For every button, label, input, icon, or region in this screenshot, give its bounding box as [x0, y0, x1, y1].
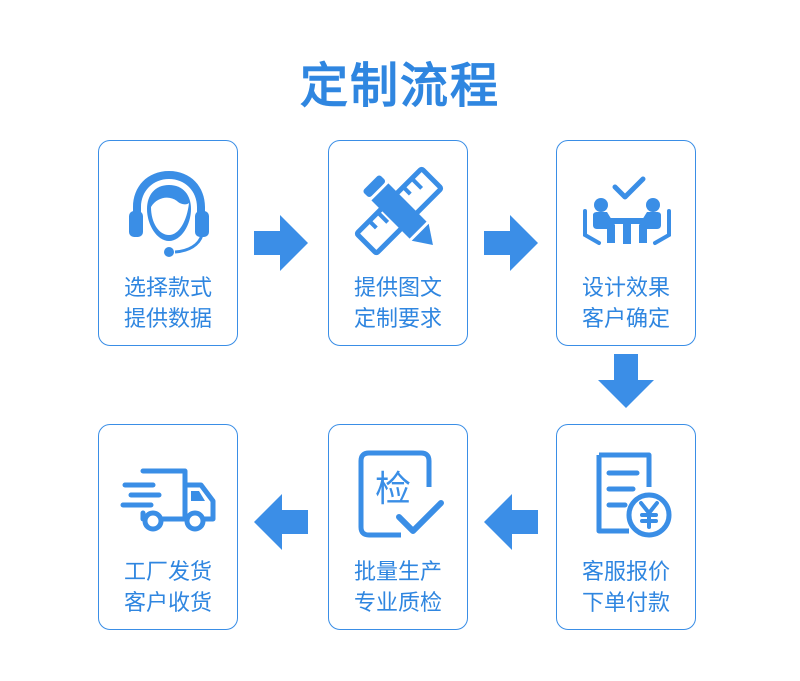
step-card-production-inspection: 检 批量生产 专业质检: [328, 424, 468, 630]
arrow-right-icon: [484, 215, 538, 271]
inspection-check-icon: 检: [349, 447, 449, 542]
step-card-select-style: 选择款式 提供数据: [98, 140, 238, 346]
arrow-down-icon: [598, 354, 654, 408]
delivery-truck-icon: [119, 447, 219, 542]
step-label-line1: 设计效果: [581, 276, 670, 301]
step-label-line1: 客服报价: [581, 560, 670, 585]
arrow-left-icon: [484, 494, 538, 550]
step-label-line2: 专业质检: [353, 591, 442, 616]
headset-person-icon: [119, 163, 219, 258]
inspection-glyph: 检: [375, 469, 411, 510]
meeting-check-icon: [577, 163, 677, 258]
step-label-line2: 提供数据: [123, 307, 212, 332]
page-title: 定制流程: [299, 58, 500, 114]
step-card-quote-payment: 客服报价 下单付款: [556, 424, 696, 630]
step-label-line2: 客户确定: [581, 307, 670, 332]
step-label-line1: 批量生产: [353, 560, 442, 585]
step-label-line1: 选择款式: [123, 276, 212, 301]
step-card-ship-receive: 工厂发货 客户收货: [98, 424, 238, 630]
step-card-provide-requirements: 提供图文 定制要求: [328, 140, 468, 346]
arrow-left-icon: [254, 494, 308, 550]
invoice-yen-icon: [577, 447, 677, 542]
step-label-line2: 定制要求: [353, 307, 442, 332]
step-label-line1: 工厂发货: [123, 560, 212, 585]
arrow-right-icon: [254, 215, 308, 271]
step-label-line2: 下单付款: [581, 591, 670, 616]
step-label-line2: 客户收货: [123, 591, 212, 616]
step-label-line1: 提供图文: [353, 276, 442, 301]
pencil-ruler-icon: [349, 163, 449, 258]
step-card-design-confirm: 设计效果 客户确定: [556, 140, 696, 346]
